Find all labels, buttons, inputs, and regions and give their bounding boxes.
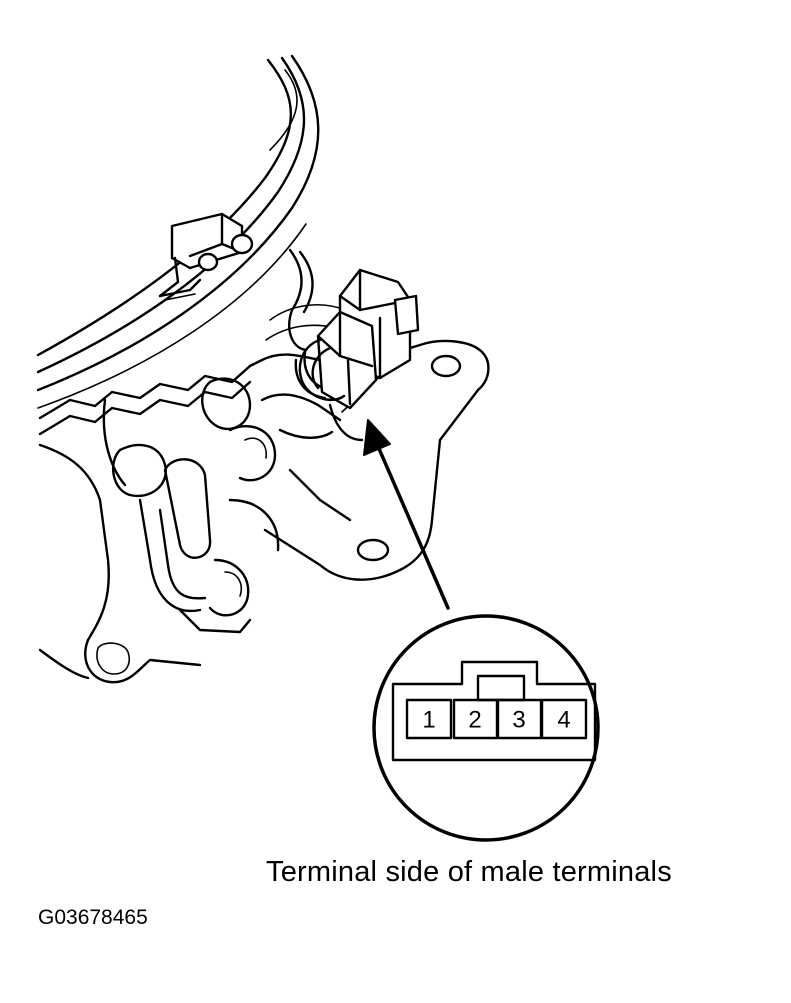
diagram-caption: Terminal side of male terminals: [266, 856, 672, 888]
terminal-4-cell: [540, 698, 588, 740]
switch-sensor: [158, 212, 254, 301]
wiring-connector: [288, 248, 420, 410]
terminal-4-label: 4: [557, 707, 570, 734]
pointer-arrow: [363, 419, 450, 610]
transmission-housing: [36, 54, 352, 684]
terminal-2-label: 2: [468, 707, 481, 734]
connector-terminals: 1 2 3 4: [405, 698, 588, 740]
terminal-1-label: 1: [422, 707, 435, 734]
figure-id: G03678465: [38, 906, 148, 929]
terminal-1-cell: [405, 698, 453, 740]
terminal-3-label: 3: [512, 707, 525, 734]
